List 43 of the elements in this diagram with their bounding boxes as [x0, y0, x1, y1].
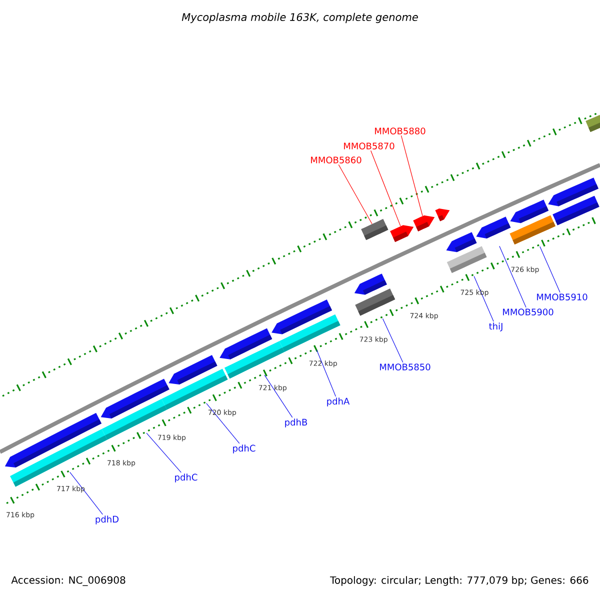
- gene-label: pdhA: [327, 398, 350, 406]
- gene-label: MMOB5880: [375, 128, 426, 134]
- gene-block: [552, 196, 600, 226]
- gene-block: [435, 208, 450, 222]
- gene-block: [586, 114, 600, 132]
- accession-text: Accession: NC_006908: [11, 576, 126, 586]
- gene-block: [355, 288, 396, 316]
- gene-block: [390, 225, 414, 242]
- leader-line: [264, 374, 293, 418]
- gene-block: [446, 246, 487, 274]
- leader-line: [400, 135, 423, 216]
- leader-line: [316, 350, 336, 397]
- genome-info-text: Topology: circular; Length: 777,079 bp; Genes: 666: [330, 576, 588, 586]
- leader-line: [540, 246, 560, 293]
- leader-line: [146, 432, 182, 473]
- gene-label: thiJ: [489, 322, 502, 332]
- gene-block: [361, 218, 388, 240]
- gene-label: pdhC: [175, 474, 198, 482]
- gene-label: MMOB5850: [380, 364, 430, 370]
- gene-label: MMOB5870: [344, 142, 394, 150]
- gene-block: [413, 215, 435, 232]
- gene-label: pdhB: [285, 418, 308, 428]
- gene-block: [10, 429, 108, 487]
- leader-line: [206, 403, 240, 444]
- leader-line: [474, 276, 494, 322]
- gene-label: MMOB5910: [537, 294, 588, 300]
- leader-line: [499, 246, 526, 308]
- gene-block: [168, 355, 218, 384]
- title: Mycoplasma mobile 163K, complete genome: [182, 12, 418, 24]
- gene-label: MMOB5860: [311, 156, 362, 164]
- gene-label: MMOB5900: [503, 308, 554, 316]
- gene-block: [446, 232, 477, 252]
- gene-label: pdhD: [96, 516, 118, 524]
- leader-line: [370, 150, 401, 226]
- gene-block: [279, 314, 340, 352]
- gene-block: [510, 215, 556, 244]
- leader-line: [70, 472, 103, 515]
- leader-line: [382, 318, 404, 363]
- gene-block: [224, 341, 285, 379]
- gene-block: [354, 274, 387, 295]
- leader-line: [338, 164, 372, 224]
- gene-block: [476, 216, 511, 238]
- gene-label: pdhC: [233, 444, 256, 454]
